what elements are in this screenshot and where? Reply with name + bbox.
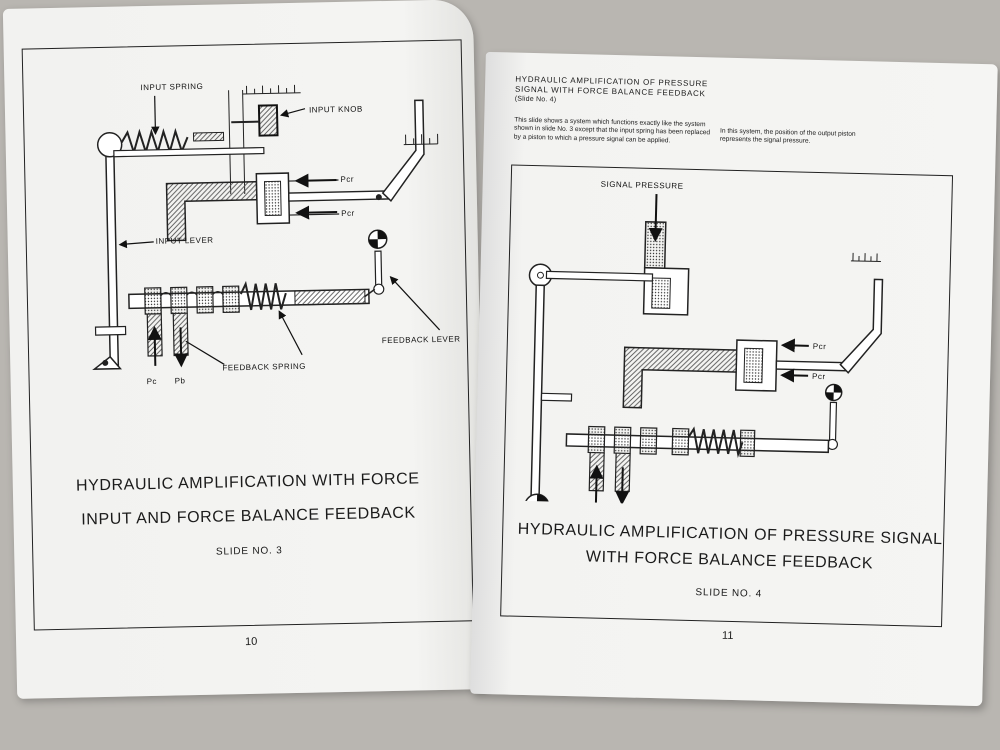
feedback-spring (239, 280, 287, 311)
input-spring (120, 127, 189, 156)
diagram-slide-4: SIGNAL PRESSURE Pcr Pcr Pc Pb (524, 180, 884, 513)
hydraulic-pipe (165, 180, 258, 242)
label-feedback-lever: FEEDBACK LEVER (382, 334, 461, 345)
label-pb: Pb (175, 376, 186, 385)
page-number-left: 10 (244, 635, 258, 649)
input-lever (92, 132, 123, 370)
spool-valve (565, 425, 830, 458)
feedback-lever (824, 278, 884, 451)
output-cylinder (734, 338, 848, 392)
section-header: HYDRAULIC AMPLIFICATION OF PRESSURE SIGN… (515, 75, 746, 111)
ports (588, 452, 631, 506)
hydraulic-pipe (622, 346, 740, 409)
left-page: INPUT SPRING INPUT KNOB INPUT LEVER Pcr … (2, 0, 488, 699)
signal-pressure-cylinder (642, 194, 690, 316)
label-input-lever: INPUT LEVER (156, 236, 214, 246)
label-input-spring: INPUT SPRING (140, 82, 203, 92)
input-lever (524, 263, 654, 513)
label-pcr-top: Pcr (813, 342, 827, 351)
label-signal-pressure: SIGNAL PRESSURE (601, 180, 684, 191)
scale-input (228, 84, 301, 195)
ports (146, 313, 189, 368)
label-pcr-bottom: Pcr (341, 209, 355, 218)
page-number-right: 11 (721, 629, 734, 643)
label-input-knob: INPUT KNOB (309, 104, 363, 114)
label-pc: Pc (147, 377, 158, 386)
description-col1: This slide shows a system which function… (513, 116, 711, 145)
input-knob (257, 104, 279, 137)
diagram-slide-3: INPUT SPRING INPUT KNOB INPUT LEVER Pcr … (92, 82, 461, 386)
feedback-spring (687, 426, 744, 458)
label-pcr-top: Pcr (340, 175, 354, 184)
output-cylinder (255, 172, 340, 225)
description-col2: In this system, the position of the outp… (719, 127, 856, 146)
label-pcr-bottom: Pcr (812, 372, 826, 381)
right-page: HYDRAULIC AMPLIFICATION OF PRESSURE SIGN… (470, 51, 998, 707)
feedback-lever (288, 99, 425, 295)
label-feedback-spring: FEEDBACK SPRING (222, 362, 306, 373)
